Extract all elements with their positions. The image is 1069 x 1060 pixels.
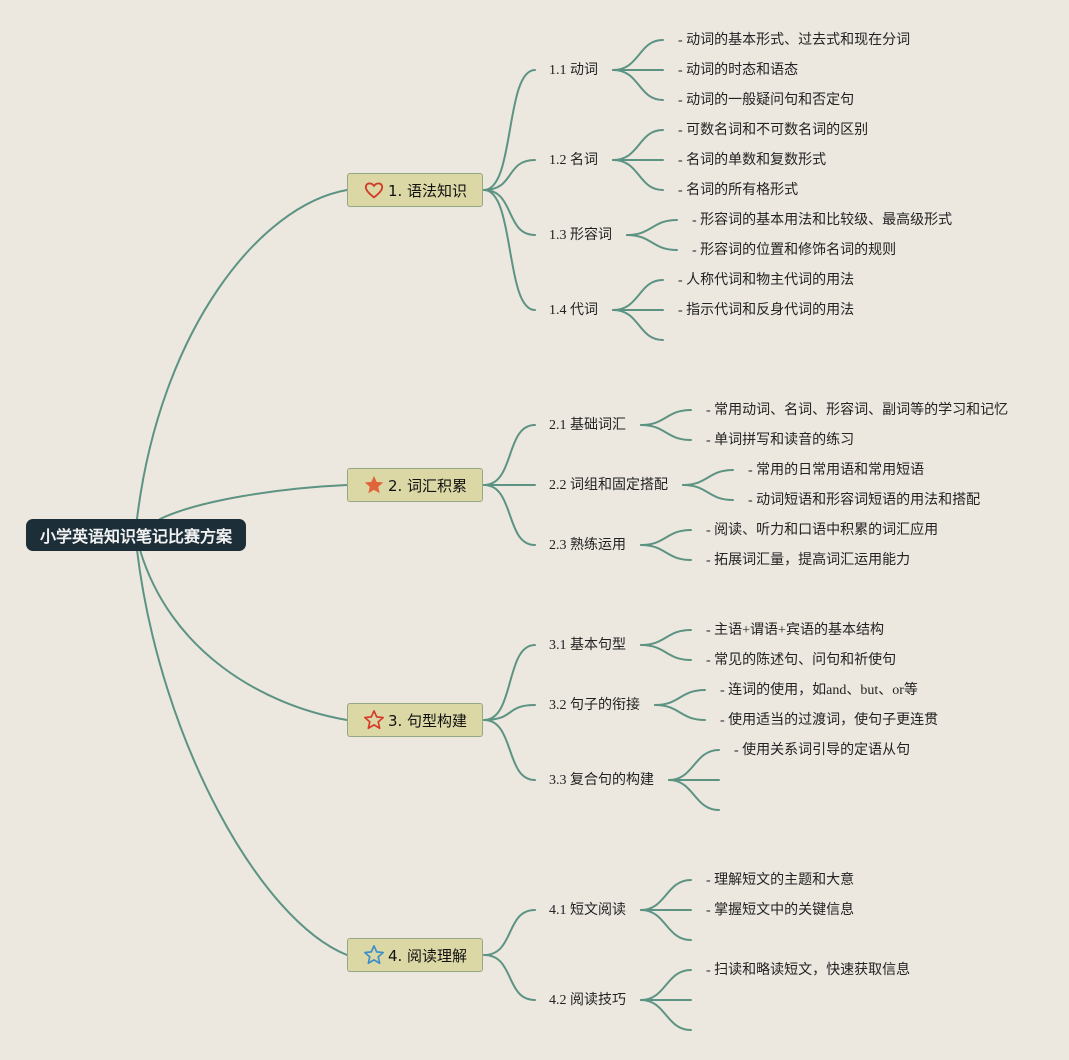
branch-label: 3. 句型构建 (387, 711, 468, 730)
leaf-item[interactable]: - 主语+谓语+宾语的基本结构 (706, 623, 884, 638)
connector-s13-l2 (626, 234, 678, 251)
leaf-item[interactable]: - 常用动词、名词、形容词、副词等的学习和记忆 (706, 403, 1009, 418)
subtopic-reading-skills[interactable]: 4.2 阅读技巧 (549, 993, 626, 1008)
subtopic-complex-sentence[interactable]: 3.3 复合句的构建 (549, 773, 654, 788)
leaf-item[interactable]: - 可数名词和不可数名词的区别 (678, 123, 869, 138)
leaf-item[interactable]: - 拓展词汇量，提高词汇运用能力 (706, 553, 911, 568)
leaf-item[interactable]: - 使用适当的过渡词，使句子更连贯 (720, 713, 939, 728)
branch-label: 2. 词汇积累 (387, 476, 468, 495)
connector-b3-s1 (483, 644, 536, 721)
connector-root-b1 (136, 189, 348, 520)
star-filled-icon (363, 474, 385, 496)
root-topic[interactable]: 小学英语知识笔记比赛方案 (26, 519, 246, 551)
leaf-item[interactable]: - 阅读、听力和口语中积累的词汇应用 (706, 523, 939, 538)
connector-b1-s1 (483, 69, 536, 191)
connector-s33-l1 (668, 749, 720, 781)
connector-s22-l2 (682, 484, 734, 501)
leaf-item[interactable]: - 动词短语和形容词短语的用法和搭配 (748, 493, 981, 508)
connector-root-b2 (159, 484, 348, 520)
connector-root-b3 (139, 549, 348, 721)
leaf-item[interactable]: - 掌握短文中的关键信息 (706, 903, 855, 918)
leaf-item[interactable]: - 扫读和略读短文，快速获取信息 (706, 963, 911, 978)
connector-root-b4 (136, 549, 348, 956)
leaf-item[interactable]: - 连词的使用，如and、but、or等 (720, 683, 918, 698)
leaf-item[interactable]: - 常用的日常用语和常用短语 (748, 463, 925, 478)
connector-b1-s4 (483, 189, 536, 311)
connector-s21-l1 (640, 409, 692, 426)
connector-b2-s3 (483, 484, 536, 546)
connector-s41-l3 (640, 909, 692, 941)
branch-label: 4. 阅读理解 (387, 946, 468, 965)
connector-b1-s2 (483, 159, 536, 191)
leaf-item[interactable]: - 常见的陈述句、问句和祈使句 (706, 653, 897, 668)
leaf-item[interactable]: - 动词的时态和语态 (678, 63, 799, 78)
leaf-item[interactable]: - 名词的所有格形式 (678, 183, 799, 198)
heart-outline-icon (363, 179, 385, 201)
branch-grammar[interactable]: 1. 语法知识 (347, 173, 483, 207)
subtopic-noun[interactable]: 1.2 名词 (549, 153, 598, 168)
connector-b3-s2 (483, 704, 536, 721)
subtopic-verb[interactable]: 1.1 动词 (549, 63, 598, 78)
leaf-item[interactable]: - 动词的一般疑问句和否定句 (678, 93, 855, 108)
connector-s42-l1 (640, 969, 692, 1001)
connector-s22-l1 (682, 469, 734, 486)
subtopic-pronoun[interactable]: 1.4 代词 (549, 303, 598, 318)
subtopic-basic-vocab[interactable]: 2.1 基础词汇 (549, 418, 626, 433)
connector-s21-l2 (640, 424, 692, 441)
subtopic-short-reading[interactable]: 4.1 短文阅读 (549, 903, 626, 918)
branch-sentence[interactable]: 3. 句型构建 (347, 703, 483, 737)
branch-vocabulary[interactable]: 2. 词汇积累 (347, 468, 483, 502)
connector-s23-l2 (640, 544, 692, 561)
subtopic-phrases[interactable]: 2.2 词组和固定搭配 (549, 478, 668, 493)
connector-s32-l2 (654, 704, 706, 721)
connector-s11-l1 (612, 39, 664, 71)
connector-s31-l2 (640, 644, 692, 661)
leaf-item[interactable]: - 人称代词和物主代词的用法 (678, 273, 855, 288)
branch-label: 1. 语法知识 (387, 181, 468, 200)
connector-s12-l3 (612, 159, 664, 191)
connector-s13-l1 (626, 219, 678, 236)
connector-s23-l1 (640, 529, 692, 546)
connector-b4-s2 (483, 954, 536, 1001)
branch-reading[interactable]: 4. 阅读理解 (347, 938, 483, 972)
connector-s33-l3 (668, 779, 720, 811)
subtopic-cohesion[interactable]: 3.2 句子的衔接 (549, 698, 640, 713)
leaf-item[interactable]: - 指示代词和反身代词的用法 (678, 303, 855, 318)
connector-b4-s1 (483, 909, 536, 956)
leaf-item[interactable]: - 形容词的基本用法和比较级、最高级形式 (692, 213, 953, 228)
connector-s11-l3 (612, 69, 664, 101)
connector-b3-s3 (483, 719, 536, 781)
connector-b2-s1 (483, 424, 536, 486)
connector-b1-s3 (483, 189, 536, 236)
leaf-item[interactable]: - 名词的单数和复数形式 (678, 153, 827, 168)
connector-s31-l1 (640, 629, 692, 646)
star-outline-icon (363, 709, 385, 731)
subtopic-usage[interactable]: 2.3 熟练运用 (549, 538, 626, 553)
connector-s41-l1 (640, 879, 692, 911)
subtopic-adjective[interactable]: 1.3 形容词 (549, 228, 612, 243)
connector-s14-l1 (612, 279, 664, 311)
leaf-item[interactable]: - 形容词的位置和修饰名词的规则 (692, 243, 897, 258)
leaf-item[interactable]: - 使用关系词引导的定语从句 (734, 743, 911, 758)
leaf-item[interactable]: - 理解短文的主题和大意 (706, 873, 855, 888)
leaf-item[interactable]: - 单词拼写和读音的练习 (706, 433, 855, 448)
connector-s12-l1 (612, 129, 664, 161)
star-outline-icon (363, 944, 385, 966)
leaf-item[interactable]: - 动词的基本形式、过去式和现在分词 (678, 33, 911, 48)
subtopic-basic-sentence[interactable]: 3.1 基本句型 (549, 638, 626, 653)
connector-s32-l1 (654, 689, 706, 706)
connector-s14-l3 (612, 309, 664, 341)
connector-s42-l3 (640, 999, 692, 1031)
